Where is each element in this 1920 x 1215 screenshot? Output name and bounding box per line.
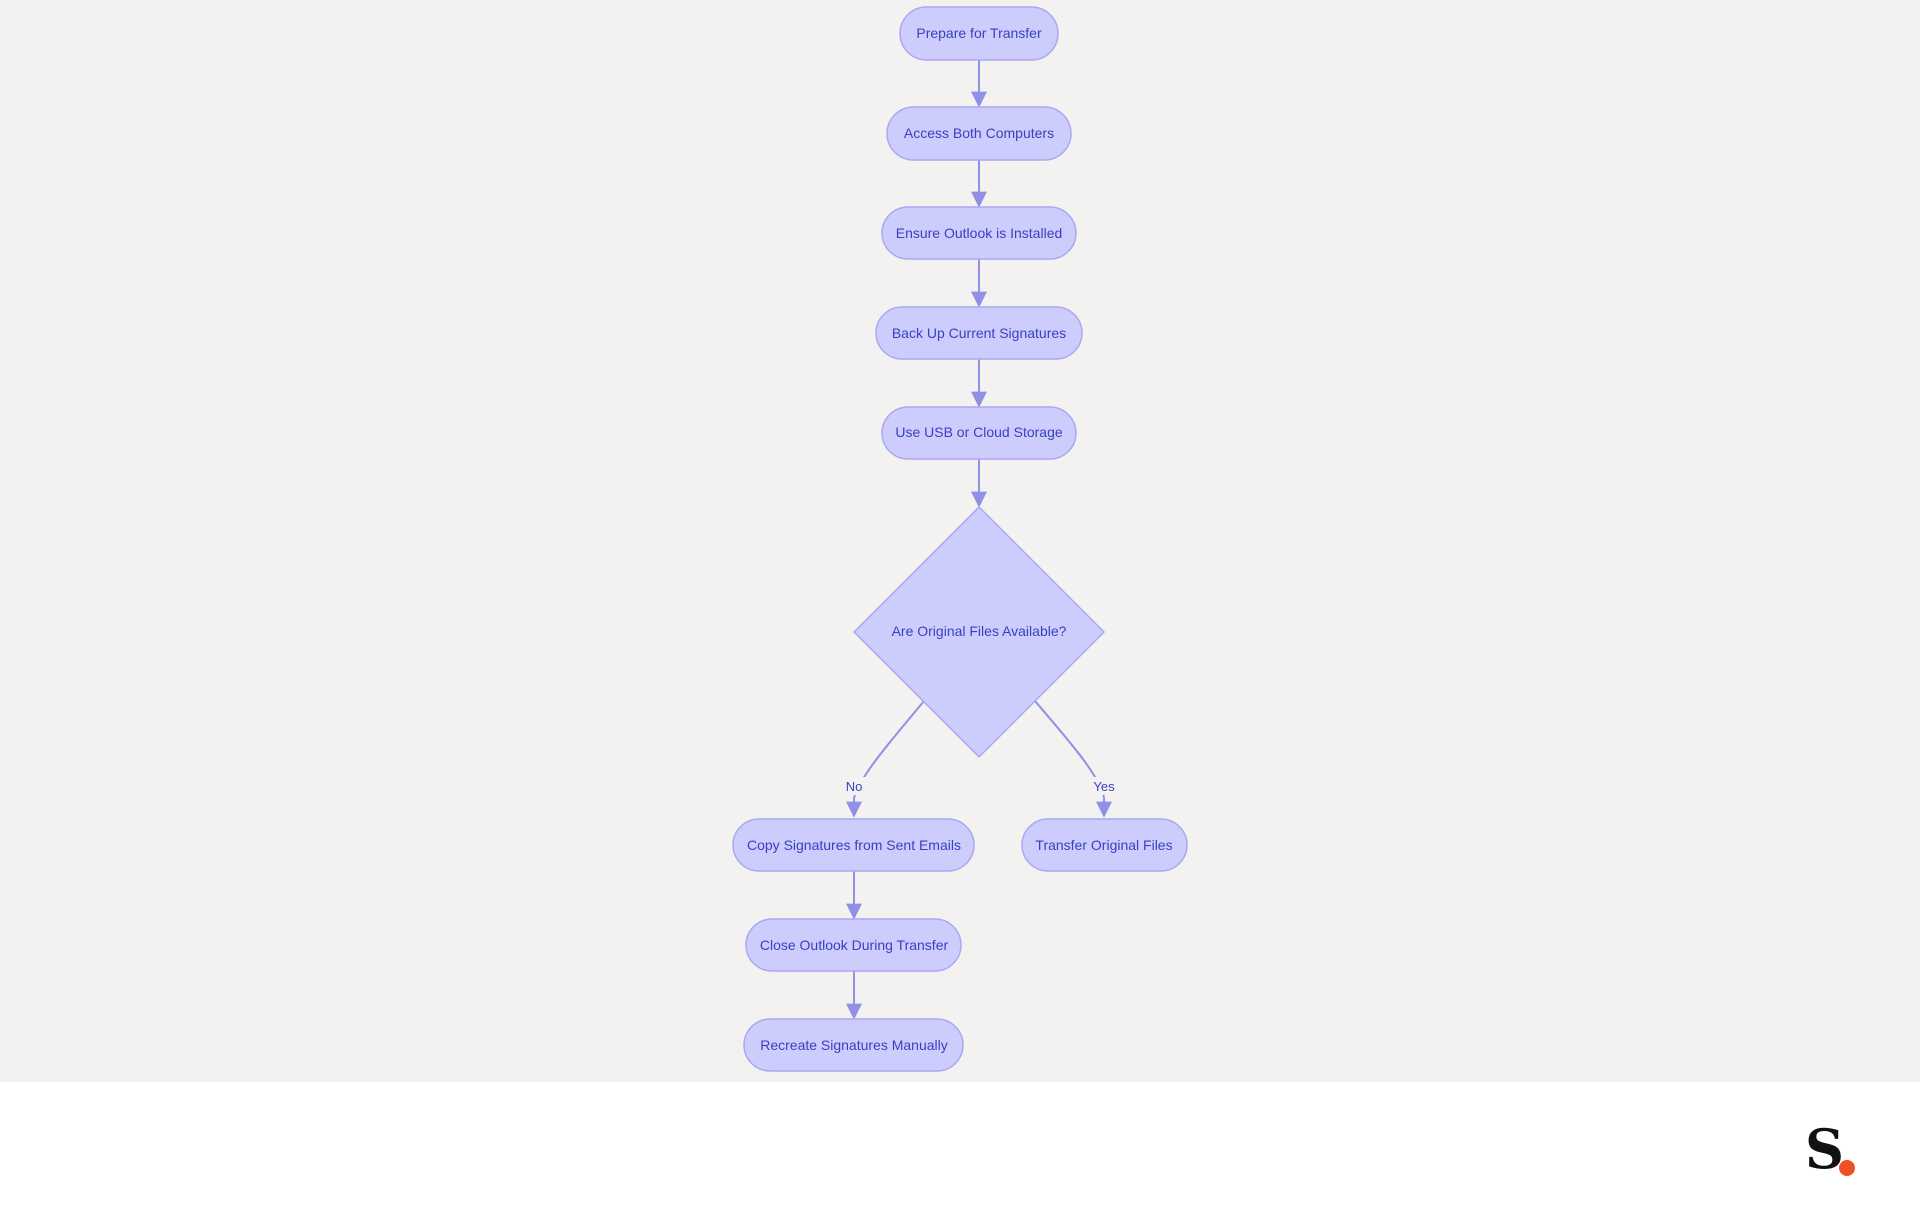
- node-usb-label: Use USB or Cloud Storage: [895, 424, 1063, 440]
- node-recreate-box: [743, 1018, 964, 1072]
- edge-decision-transfer: [1034, 700, 1112, 818]
- node-backup-label: Back Up Current Signatures: [892, 325, 1066, 341]
- node-ensure-label: Ensure Outlook is Installed: [896, 225, 1063, 241]
- node-copy-label: Copy Signatures from Sent Emails: [747, 837, 961, 853]
- brand-logo[interactable]: S: [1805, 1122, 1865, 1180]
- node-recreate-label: Recreate Signatures Manually: [760, 1037, 948, 1053]
- flowchart-canvas: No Yes Prepare for Transfer Access Both …: [0, 0, 1920, 1082]
- edge-label-no: No: [846, 779, 863, 794]
- node-prepare-label: Prepare for Transfer: [916, 25, 1042, 41]
- node-close-box: [745, 918, 962, 972]
- node-transfer-box: [1021, 818, 1188, 872]
- node-copy-box: [732, 818, 975, 872]
- node-decision-diamond: [852, 505, 1106, 759]
- node-prepare-box: [899, 6, 1059, 61]
- node-usb-box: [881, 406, 1077, 460]
- node-ensure-box: [881, 206, 1077, 260]
- node-decision-label: Are Original Files Available?: [892, 623, 1067, 639]
- node-access-label: Access Both Computers: [904, 125, 1054, 141]
- edge-label-yes: Yes: [1093, 779, 1115, 794]
- node-access-box: [886, 106, 1072, 161]
- node-close-label: Close Outlook During Transfer: [760, 937, 949, 953]
- flowchart: No Yes Prepare for Transfer Access Both …: [732, 6, 1188, 1072]
- edge-decision-copy: [846, 700, 925, 818]
- logo-dot-icon: [1839, 1160, 1855, 1176]
- node-transfer-label: Transfer Original Files: [1035, 837, 1172, 853]
- logo-letter: S: [1805, 1117, 1844, 1181]
- node-backup-box: [875, 306, 1083, 360]
